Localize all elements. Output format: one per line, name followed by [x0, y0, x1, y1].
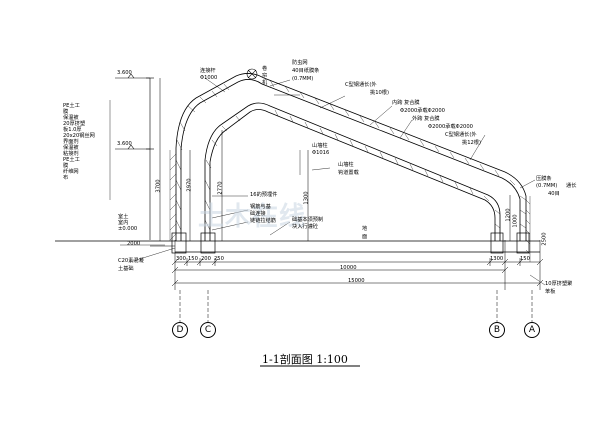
dim-250: 250: [214, 256, 224, 262]
mesh-label: 40目: [548, 191, 560, 197]
conc-label: 础基本须预制: [292, 217, 324, 223]
arch-structure: [175, 73, 527, 241]
legend-item: 膜: [63, 109, 69, 115]
legend-item: 板1.0厚: [63, 127, 82, 133]
roll-label: 卷: [262, 66, 268, 72]
level-ground-label: ±0.000: [118, 226, 138, 232]
axis-bubble-d: D: [172, 322, 188, 338]
foundation-label: C20素混凝: [118, 258, 144, 264]
rod-dia-label: Φ1000: [200, 75, 218, 81]
steel-label: 钢筋与基: [250, 204, 271, 210]
right-note: 10厚挤塑聚: [545, 281, 573, 287]
legend-item: 纤维网: [63, 169, 79, 175]
legend-item: 膜: [63, 163, 69, 169]
embed-label: 16的预埋件: [250, 192, 278, 198]
left-legend: PE土工 膜 保温被 20厚挤塑 板1.0厚 20x20钢丝网 界面剂 保温被 …: [63, 103, 113, 181]
cstrip-label-3: C型钢通长(外: [445, 132, 477, 138]
roll-label-3: 机: [262, 80, 268, 86]
press-label: 压膜条: [536, 176, 552, 182]
beam-label-2: 钩道置载: [338, 170, 359, 176]
legend-item: 界面剂: [63, 139, 79, 145]
right-note-2: 苯板: [545, 289, 556, 295]
dim-10000: 10000: [340, 265, 357, 271]
dim-200: 200: [201, 256, 211, 262]
ground-indoor-label: 室内: [118, 220, 129, 226]
dim-2970: 2970: [186, 178, 193, 192]
outer-span-spec: Φ2000承载Φ2000: [428, 124, 473, 130]
level-marks: [115, 73, 154, 240]
front-wall-hatch: [525, 196, 531, 262]
film-label: (0.7MM): [292, 76, 314, 82]
dim-150: 150: [188, 256, 198, 262]
purlin-dia-label: Φ1016: [312, 150, 330, 156]
legend-item: 20x20钢丝网: [63, 133, 95, 139]
steel-label-3: 链链拉结筋: [250, 218, 276, 224]
legend-item: PE土工: [63, 157, 80, 163]
press-spec: (0.7MM): [536, 183, 558, 189]
leader-lines: [109, 77, 546, 286]
dim-150-right: 150: [520, 256, 530, 262]
dim-3700: 3700: [155, 179, 162, 193]
rod-label: 连接杆: [200, 68, 216, 74]
dim-2000: 2000: [127, 241, 141, 247]
dim-2500: 2500: [541, 232, 548, 246]
back-wall-hatch: [169, 150, 177, 241]
truss-lattice: [175, 79, 527, 231]
axis-bubble-b: B: [489, 322, 505, 338]
dimension-lines: [150, 240, 544, 290]
dim-1300: 1300: [490, 256, 504, 262]
foundation-label-2: 土基础: [118, 266, 134, 272]
dim-1000: 1000: [512, 214, 519, 228]
steel-label-2: 础连接: [250, 211, 266, 217]
cstrip-label-4: 挑12根): [462, 140, 481, 146]
legend-item: 20厚挤塑: [63, 121, 86, 127]
ground-outdoor-label: 室土: [118, 214, 129, 220]
legend-item: 保温被: [63, 115, 79, 121]
inner-span-label: 内跨 复合膜: [392, 100, 420, 106]
inner-span-spec: Φ2000承载Φ2000: [400, 108, 445, 114]
level-mid-label: 3.600: [117, 141, 132, 147]
vertical-dims: [159, 78, 511, 241]
floor-label-2: 面: [362, 234, 368, 240]
legend-item: 粘接剂: [63, 151, 79, 157]
dim-2770: 2770: [217, 181, 224, 195]
dim-1300-mid: 1300: [303, 191, 310, 205]
legend-item: 保温被: [63, 145, 79, 151]
floor-label: 地: [362, 226, 368, 232]
screen-label: 防虫网: [292, 60, 308, 66]
axis-lines: [179, 290, 533, 322]
dim-1200: 1200: [505, 208, 512, 222]
column-bases: [171, 232, 530, 254]
film-spec-label: 40目纸膜条: [292, 68, 320, 74]
outer-span-label: 外跨 复合膜: [412, 116, 440, 122]
legend-item: 布: [63, 175, 69, 181]
drawing-title: 1-1剖面图 1:100: [262, 353, 348, 366]
roll-label-2: 帘: [262, 73, 268, 79]
ground-line: [55, 240, 540, 253]
press-length: 通长: [566, 183, 577, 189]
conc-label-2: 块入行灌砼: [292, 224, 318, 230]
dim-300: 300: [176, 256, 186, 262]
cstrip-label: C型钢通长(外: [345, 82, 377, 88]
axis-bubble-c: C: [200, 322, 216, 338]
axis-bubble-a: A: [524, 322, 540, 338]
level-top-label: 3.600: [117, 70, 132, 76]
legend-item: PE土工: [63, 103, 80, 109]
cstrip-label-2: 挑10根): [370, 90, 389, 96]
equipment-symbols: [246, 68, 258, 80]
beam-label: 山墙柱: [338, 162, 354, 168]
purlin-label: 山墙柱: [312, 143, 328, 149]
dim-15000: 15000: [348, 278, 365, 284]
watermark: 土木在线: [198, 202, 307, 232]
